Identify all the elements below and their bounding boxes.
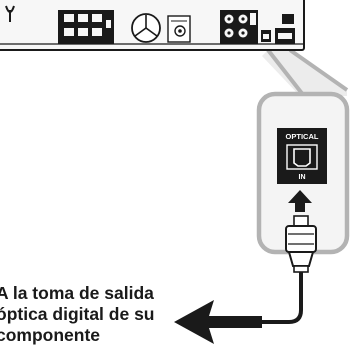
arrow-up-icon (288, 190, 312, 212)
optical-header-label: OPTICAL (286, 132, 319, 141)
optical-port-icon (261, 30, 271, 42)
callout-connector (262, 48, 349, 98)
speaker-terminal-icon (58, 10, 114, 44)
antenna-port (167, 15, 191, 43)
optical-cable (262, 272, 303, 324)
caption-line-3: componente (0, 325, 101, 345)
disc-vent-icon (131, 13, 161, 43)
connection-caption: A la toma de salida óptica digital de su… (0, 283, 171, 346)
fan-vent-icon (5, 5, 15, 22)
optical-plug-icon (285, 215, 317, 273)
device-rear-panel (0, 0, 305, 51)
arrow-left-icon (174, 300, 262, 344)
caption-line-1: A la toma de salida (0, 283, 154, 303)
caption-line-2: óptica digital de su (0, 304, 155, 324)
optical-in-label: IN (299, 174, 306, 181)
audio-jack-cluster (220, 10, 258, 44)
optical-in-port: OPTICAL IN (277, 128, 327, 184)
hdmi-port-icon (275, 14, 295, 44)
